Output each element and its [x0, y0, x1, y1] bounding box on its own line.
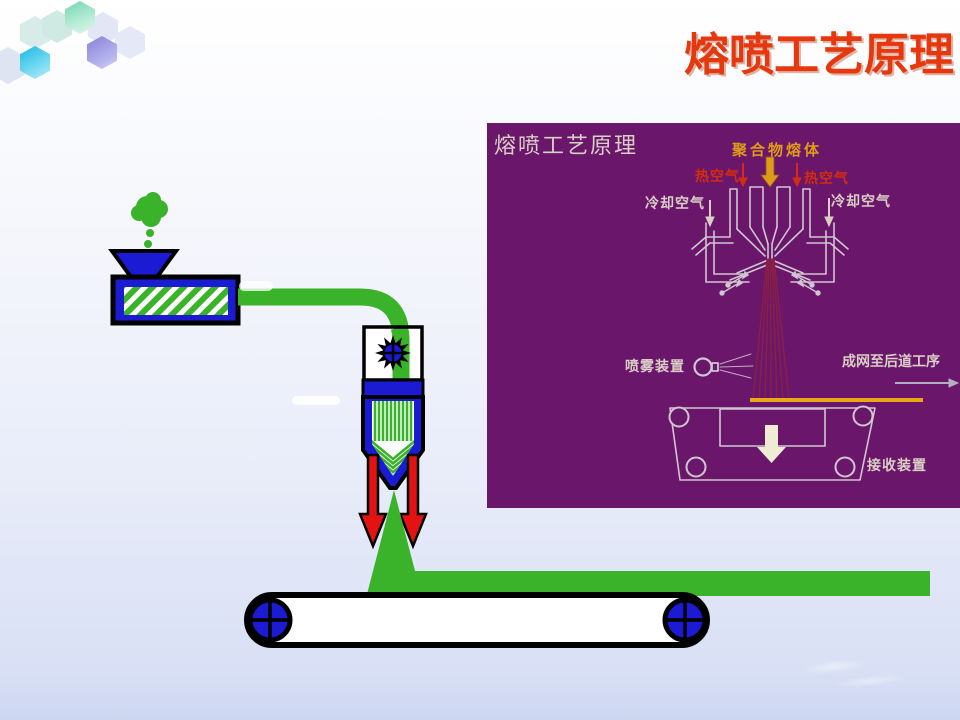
label-polymer-melt: 聚合物熔体	[732, 141, 823, 159]
receiver-device	[668, 405, 876, 481]
hexagon-icon	[65, 1, 95, 34]
down-arrow-icon	[358, 453, 388, 550]
hexagon-icon	[20, 46, 50, 79]
receiver-rollers	[668, 405, 874, 478]
down-arrow-icon	[757, 425, 786, 463]
belt-wheel	[662, 597, 708, 643]
label-receiver: 接收装置	[867, 458, 927, 474]
label-cooling-air-left: 冷却空气	[645, 196, 705, 212]
polymer-melt-arrow	[760, 156, 780, 188]
label-spray-device: 喷雾装置	[625, 359, 685, 375]
inset-image: 熔喷工艺原理 聚合物熔体 热空气 热空气 冷却空气 冷却空气 喷雾装置 成网至后…	[487, 123, 960, 508]
spray-nozzle-icon	[693, 353, 754, 379]
label-hot-air-right: 热空气	[804, 171, 849, 187]
highlight-streak	[292, 396, 340, 405]
starburst-heater-icon	[375, 335, 411, 371]
hot-air-arrow-icons	[738, 163, 802, 188]
label-cooling-air-right: 冷却空气	[831, 194, 891, 210]
conveyor-belt	[244, 592, 710, 648]
hopper-funnel	[108, 249, 180, 279]
extruder-barrel	[110, 274, 241, 326]
cooling-air-arrow-icons	[705, 198, 834, 228]
belt-wheel	[247, 597, 293, 643]
extruder-screw	[124, 287, 228, 315]
label-hot-air-left: 热空气	[695, 169, 740, 185]
down-arrow-icon	[398, 453, 428, 550]
hexagon-icon	[87, 36, 117, 69]
web-band	[404, 571, 930, 596]
inset-title: 熔喷工艺原理	[494, 134, 639, 159]
hexagon-icon	[115, 26, 145, 59]
hot-air-arrows	[358, 453, 428, 550]
suction-channels	[705, 222, 835, 296]
heater-box	[362, 324, 424, 382]
label-web-to-next: 成网至后道工序	[842, 354, 940, 370]
highlight-streak	[239, 281, 273, 291]
inset-diagram	[668, 156, 960, 481]
page-title: 熔喷工艺原理	[684, 28, 955, 81]
die-cross-section	[691, 186, 849, 281]
pellet-cloud	[131, 192, 168, 248]
transfer-arrow	[895, 378, 960, 388]
fiber-lines	[752, 258, 790, 401]
